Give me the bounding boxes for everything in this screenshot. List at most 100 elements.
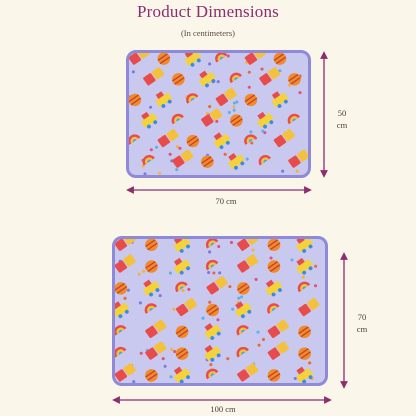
pattern-dot <box>229 240 234 244</box>
pattern-toy <box>298 325 311 339</box>
pattern-toy <box>228 152 245 170</box>
page-subtitle: (In centimeters) <box>180 28 236 38</box>
pattern-toy <box>145 239 158 251</box>
pattern-toy <box>175 347 189 360</box>
pattern-dot <box>281 169 285 173</box>
pattern-toy <box>267 369 281 382</box>
pattern-toy <box>175 297 198 317</box>
pattern-dot <box>232 101 237 105</box>
pattern-dot <box>209 363 213 367</box>
pattern-dot <box>132 380 136 383</box>
pattern-toy <box>265 279 283 297</box>
pattern-dot <box>169 375 173 379</box>
pattern-dot <box>314 264 318 268</box>
pattern-dot <box>247 70 251 74</box>
pattern-toy <box>287 113 301 125</box>
pattern-toy <box>205 259 219 271</box>
pattern-dot <box>231 307 235 311</box>
pattern-toy <box>213 132 231 150</box>
pattern-dot <box>175 168 179 172</box>
pattern-toy <box>271 91 289 108</box>
pattern-toy <box>155 91 173 108</box>
pattern-dot <box>205 111 210 116</box>
pattern-toy <box>296 366 313 383</box>
pattern-dot <box>208 105 212 109</box>
pattern-toy <box>172 73 185 86</box>
pattern-toy <box>236 325 249 336</box>
large-mat-pattern <box>115 239 320 383</box>
pattern-toy <box>273 128 295 148</box>
pattern-toy <box>175 325 189 339</box>
pattern-dot <box>201 316 205 320</box>
pattern-dot <box>154 145 159 149</box>
pattern-toy <box>175 281 188 293</box>
pattern-dot <box>173 349 177 354</box>
pattern-dot <box>142 269 146 273</box>
pattern-toy <box>259 67 281 86</box>
small-mat-image <box>126 50 311 178</box>
pattern-toy <box>296 257 313 275</box>
pattern-dot <box>208 62 212 66</box>
pattern-dot <box>208 250 212 254</box>
pattern-toy <box>215 87 237 106</box>
pattern-dot <box>131 70 135 74</box>
large-mat-height-value: 70 <box>357 312 367 322</box>
pattern-toy <box>186 134 200 148</box>
pattern-dot <box>249 130 253 134</box>
pattern-toy <box>206 303 220 317</box>
pattern-dot <box>149 105 153 109</box>
pattern-toy <box>244 134 257 145</box>
pattern-dot <box>215 119 219 123</box>
pattern-dot <box>301 275 305 279</box>
pattern-toy <box>204 323 221 340</box>
pattern-toy <box>244 93 258 107</box>
pattern-toy <box>145 369 158 382</box>
pattern-dot <box>247 85 251 89</box>
pattern-toy <box>230 114 243 127</box>
pattern-dot <box>290 258 294 262</box>
pattern-dot <box>181 288 185 292</box>
pattern-dot <box>212 271 216 275</box>
pattern-dot <box>218 271 222 275</box>
pattern-toy <box>186 93 199 104</box>
page-title: Product Dimensions <box>137 2 279 21</box>
pattern-toy <box>215 53 228 63</box>
pattern-toy <box>258 154 271 166</box>
pattern-dot <box>216 80 220 84</box>
pattern-dot <box>245 157 249 161</box>
pattern-dot <box>261 129 265 133</box>
pattern-dot <box>295 169 299 173</box>
pattern-toy <box>115 363 136 382</box>
pattern-toy <box>143 67 165 86</box>
pattern-toy <box>173 257 191 275</box>
small-mat-height-unit: cm <box>336 120 348 130</box>
pattern-toy <box>115 325 127 336</box>
pattern-toy <box>296 239 313 253</box>
pattern-dot <box>293 376 297 381</box>
pattern-dot <box>163 364 167 368</box>
pattern-dot <box>240 295 244 299</box>
pattern-dot <box>161 357 165 361</box>
pattern-dot <box>232 108 236 112</box>
pattern-toy <box>236 346 249 358</box>
large-mat-image <box>112 236 328 386</box>
pattern-toy <box>129 53 150 65</box>
pattern-dot <box>261 337 266 342</box>
pattern-dot <box>216 318 220 322</box>
pattern-toy <box>157 53 171 65</box>
pattern-dot <box>170 347 174 351</box>
pattern-toy <box>267 319 289 338</box>
pattern-toy <box>267 260 281 273</box>
pattern-toy <box>143 279 160 297</box>
pattern-toy <box>298 297 320 317</box>
pattern-dot <box>227 110 231 114</box>
pattern-dot <box>251 248 255 252</box>
pattern-toy <box>237 254 259 273</box>
pattern-toy <box>267 341 289 360</box>
pattern-toy <box>298 347 311 360</box>
small-mat-width-label: 70 cm <box>215 196 237 206</box>
pattern-dot <box>237 296 241 300</box>
pattern-dot <box>168 271 172 275</box>
pattern-toy <box>142 154 155 166</box>
pattern-toy <box>235 301 252 319</box>
